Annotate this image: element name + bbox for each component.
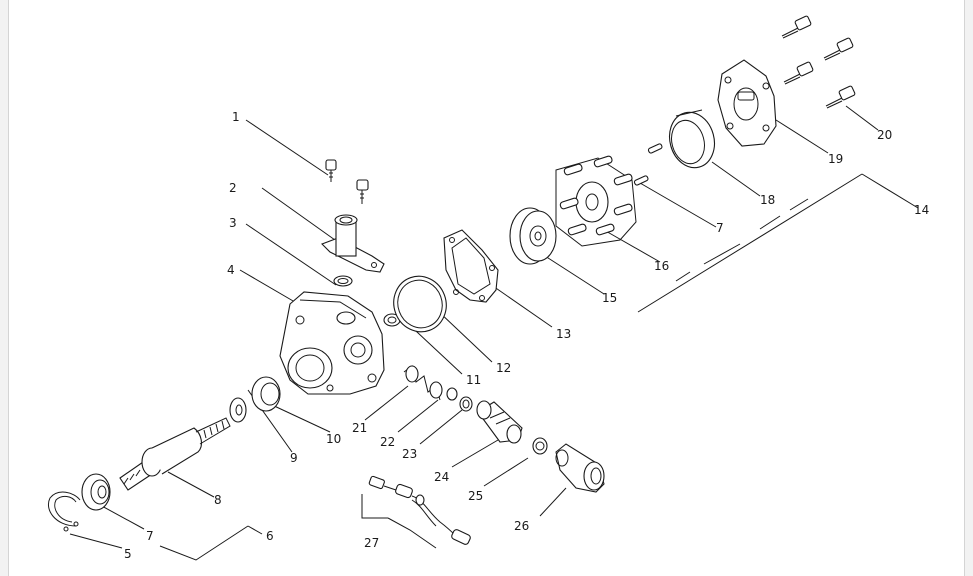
callout-2: 2 bbox=[229, 181, 237, 195]
part-25-o-ring bbox=[532, 437, 548, 455]
part-21-spring bbox=[403, 365, 443, 401]
callout-5: 5 bbox=[124, 547, 132, 561]
part-9-washer bbox=[229, 397, 247, 423]
part-16-rotor-vanes bbox=[555, 155, 637, 247]
callout-11: 11 bbox=[466, 373, 481, 387]
left-gutter bbox=[0, 0, 9, 576]
callout-19: 19 bbox=[828, 152, 843, 166]
callout-9: 9 bbox=[290, 451, 298, 465]
part-27-switch-harness bbox=[368, 475, 471, 545]
part-10-seal bbox=[251, 376, 281, 412]
callout-14: 14 bbox=[914, 203, 929, 217]
callout-20: 20 bbox=[877, 128, 892, 142]
callout-12: 12 bbox=[496, 361, 511, 375]
callout-8: 8 bbox=[214, 493, 222, 507]
part-2-flange-fitting bbox=[321, 214, 385, 273]
callout-3: 3 bbox=[229, 216, 237, 230]
callout-25: 25 bbox=[468, 489, 483, 503]
part-24-valve-spool bbox=[476, 400, 523, 444]
part-4-pump-housing bbox=[279, 291, 385, 395]
part-19-pressure-plate bbox=[717, 59, 777, 147]
callout-18: 18 bbox=[760, 193, 775, 207]
callout-26: 26 bbox=[514, 519, 529, 533]
callout-15: 15 bbox=[602, 291, 617, 305]
callout-13: 13 bbox=[556, 327, 571, 341]
callout-labels: 1 2 3 4 5 6 7 7 8 9 10 11 12 13 14 15 16… bbox=[124, 110, 929, 561]
callout-24: 24 bbox=[434, 470, 449, 484]
right-gutter bbox=[964, 0, 973, 576]
part-1-bolts bbox=[325, 159, 369, 204]
part-13-gasket bbox=[443, 229, 499, 303]
part-7-bearing bbox=[81, 473, 111, 511]
part-18-cam-ring bbox=[668, 109, 716, 169]
part-23-o-ring bbox=[459, 396, 473, 412]
part-3-o-ring bbox=[333, 275, 353, 287]
callout-16: 16 bbox=[654, 259, 669, 273]
callout-7-pins: 7 bbox=[716, 221, 724, 235]
part-7-dowel-pins bbox=[633, 143, 663, 186]
callout-6: 6 bbox=[266, 529, 274, 543]
leader-lines bbox=[69, 105, 919, 561]
part-8-drive-shaft bbox=[119, 417, 231, 491]
callout-27: 27 bbox=[364, 536, 379, 550]
part-15-thrust-plate bbox=[509, 207, 557, 265]
callout-21: 21 bbox=[352, 421, 367, 435]
callout-4: 4 bbox=[227, 263, 235, 277]
callout-23: 23 bbox=[402, 447, 417, 461]
callout-7-shaft: 7 bbox=[146, 529, 154, 543]
callout-1: 1 bbox=[232, 110, 240, 124]
part-22-o-ring bbox=[446, 387, 458, 401]
part-5-snap-ring bbox=[48, 491, 81, 532]
part-12-large-o-ring bbox=[393, 275, 447, 333]
part-20-bolts bbox=[781, 15, 856, 109]
part-11-o-ring bbox=[383, 313, 401, 327]
callout-22: 22 bbox=[380, 435, 395, 449]
part-26-plug bbox=[555, 443, 605, 493]
callout-10: 10 bbox=[326, 432, 341, 446]
